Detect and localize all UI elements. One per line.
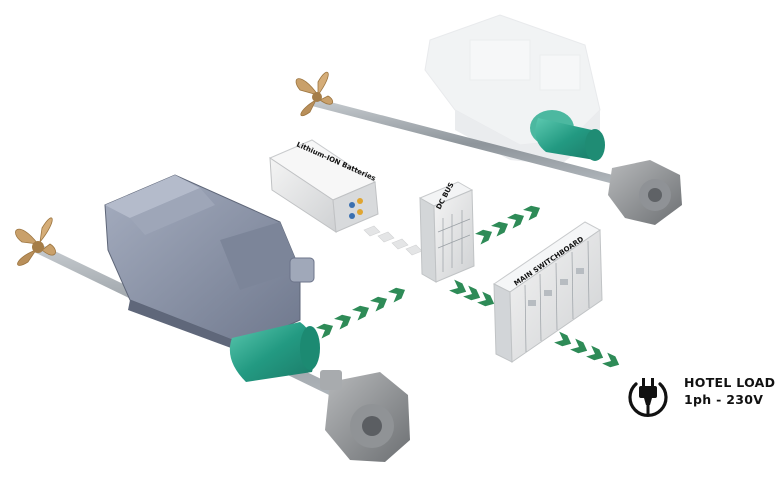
flow-arrow-chevron	[334, 314, 352, 330]
flow-arrow-chevron	[388, 287, 406, 303]
flow-arrow-chevron	[491, 221, 509, 237]
hotel-load-plug	[622, 372, 674, 424]
front-propulsion-line	[15, 174, 410, 462]
rear-electric-motor	[530, 110, 605, 161]
rear-propeller	[295, 71, 334, 117]
battery-terminals	[349, 198, 363, 219]
main-switchboard: MAIN SWITCHBOARD	[493, 221, 603, 363]
rear-propulsion-line	[295, 14, 682, 225]
hotel-load-text: HOTEL LOAD 1ph - 230V	[684, 374, 775, 408]
front-gearbox	[320, 370, 410, 462]
flow-arrow-chevron	[570, 338, 588, 354]
flow-arrow-chevron	[316, 323, 334, 339]
flow-arrow-chevron	[586, 345, 604, 361]
flow-arrow-chevron	[602, 352, 620, 368]
dc-bus-cabinet: DC BUS	[418, 181, 475, 283]
power-flow-arrows	[316, 205, 620, 368]
front-propeller	[15, 217, 56, 266]
flow-arrow-chevron	[507, 213, 525, 229]
flow-arrow-chevron	[370, 296, 388, 312]
power-plug-icon	[628, 378, 668, 417]
flow-arrow-chevron	[352, 305, 370, 321]
flow-arrow-chevron	[523, 205, 541, 221]
rear-gearbox	[608, 160, 682, 225]
flow-arrow-chevron	[554, 331, 572, 347]
flow-arrow-chevron	[477, 291, 495, 307]
rear-shaft	[312, 98, 640, 190]
front-electric-motor	[229, 322, 320, 382]
flow-arrow-chevron	[463, 285, 481, 301]
hotel-load-spec: 1ph - 230V	[684, 392, 764, 407]
battery-link-tiles	[363, 225, 423, 256]
lithium-ion-batteries: Lithium-ION Batteries	[268, 139, 379, 233]
front-engine	[104, 174, 315, 355]
flow-arrow-chevron	[449, 279, 467, 295]
hotel-load-title: HOTEL LOAD	[684, 375, 776, 390]
flow-arrow-chevron	[475, 229, 493, 245]
